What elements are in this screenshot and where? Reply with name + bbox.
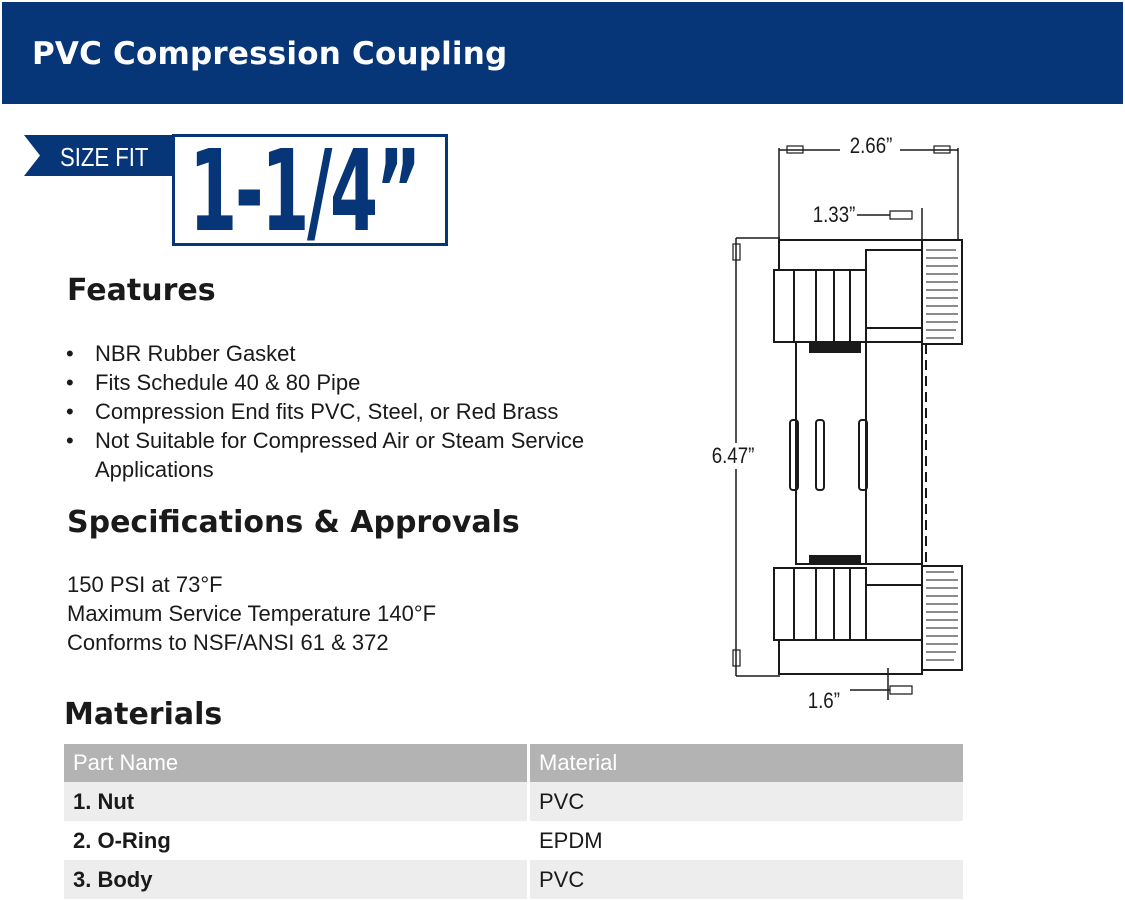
column-header-part-name: Part Name [64,744,530,782]
table-row: 3. Body PVC [64,860,963,899]
list-item: • Compression End fits PVC, Steel, or Red… [66,397,655,426]
dimension-length: 6.47” [710,443,757,469]
features-heading: Features [67,273,216,308]
coupling-drawing [732,145,963,700]
coupling-diagram: 2.66” 1.33” 6.47” 1.6” [690,120,990,720]
material-cell: EPDM [530,821,963,860]
dimension-half-width: 1.33” [811,202,858,228]
feature-text: Fits Schedule 40 & 80 Pipe [95,370,361,395]
feature-text: Not Suitable for Compressed Air or Steam… [95,428,585,482]
table-row: 2. O-Ring EPDM [64,821,963,860]
list-item: • Not Suitable for Compressed Air or Stea… [66,426,655,484]
part-name-cell: 3. Body [64,860,530,899]
bullet-icon: • [66,428,74,453]
part-name-cell: 2. O-Ring [64,821,530,860]
spec-line: Conforms to NSF/ANSI 61 & 372 [67,630,389,655]
materials-heading: Materials [64,697,223,732]
title-banner: PVC Compression Coupling [2,2,1123,104]
dimension-body-width: 1.6” [806,688,842,714]
size-badge: 1-1/4” [172,133,448,251]
part-name-cell: 1. Nut [64,782,530,821]
dimension-overall-width: 2.66” [848,133,895,159]
spec-line: 150 PSI at 73°F [67,572,223,597]
features-list: • NBR Rubber Gasket • Fits Schedule 40 & 8… [66,339,655,484]
list-item: • NBR Rubber Gasket [66,339,655,368]
material-cell: PVC [530,782,963,821]
materials-table: Part Name Material 1. Nut PVC 2. O-Ring … [64,744,963,899]
feature-text: NBR Rubber Gasket [95,341,296,366]
material-cell: PVC [530,860,963,899]
specs-heading: Specifications & Approvals [67,505,520,540]
list-item: • Fits Schedule 40 & 80 Pipe [66,368,655,397]
size-fit-tag: SIZE FIT [24,135,176,176]
column-header-material: Material [530,744,963,782]
bullet-icon: • [66,341,74,366]
table-row: 1. Nut PVC [64,782,963,821]
bullet-icon: • [66,399,74,424]
specs-list: 150 PSI at 73°F Maximum Service Temperat… [67,570,436,657]
size-fit-label: SIZE FIT [60,142,149,172]
table-header-row: Part Name Material [64,744,963,782]
spec-line: Maximum Service Temperature 140°F [67,601,437,626]
page-title: PVC Compression Coupling [32,36,508,72]
feature-text: Compression End fits PVC, Steel, or Red … [95,399,559,424]
size-value: 1-1/4” [189,127,421,257]
bullet-icon: • [66,370,74,395]
